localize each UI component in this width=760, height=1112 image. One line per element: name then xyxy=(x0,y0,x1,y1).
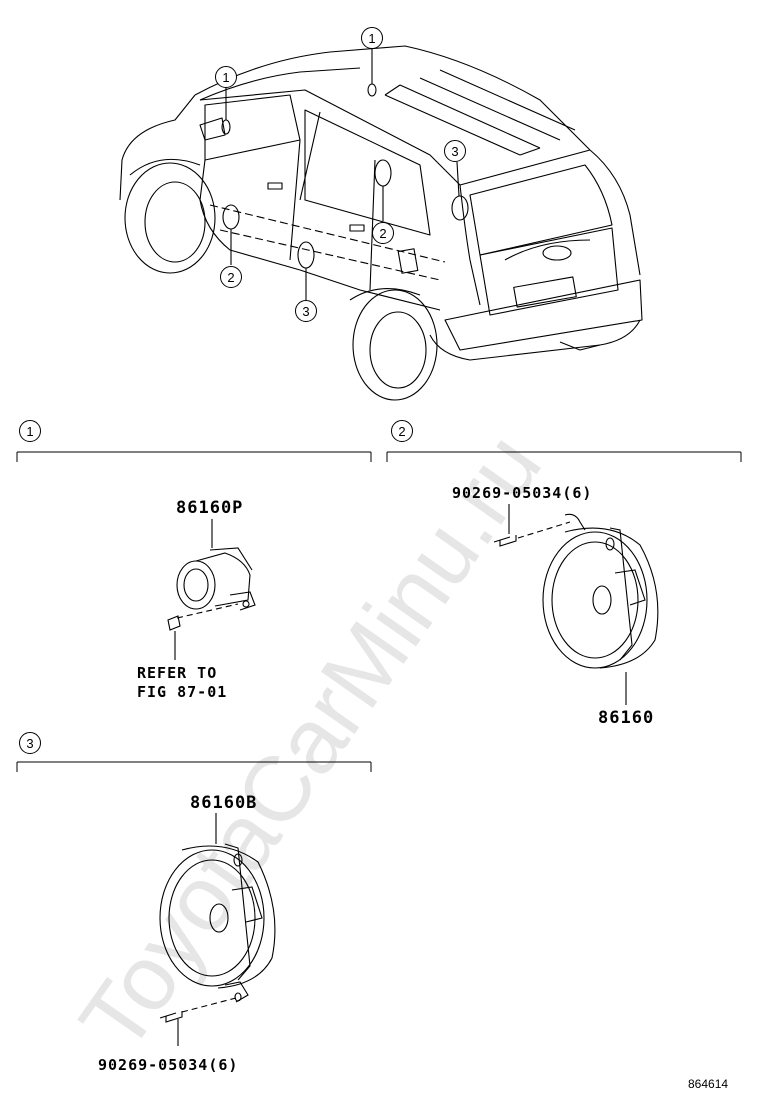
bolt-label-section3: 90269-05034(6) xyxy=(98,1056,239,1074)
part-86160B-label: 86160B xyxy=(190,793,258,813)
callout-1-front: 1 xyxy=(215,66,237,88)
bolt-label-section2: 90269-05034(6) xyxy=(452,484,593,502)
section-3-number: 3 xyxy=(19,732,41,754)
section-2-number: 2 xyxy=(391,420,413,442)
part-86160P-label: 86160P xyxy=(176,498,244,518)
callout-1-roof: 1 xyxy=(361,27,383,49)
figure-id: 864614 xyxy=(688,1077,729,1091)
callout-3-lower: 3 xyxy=(295,300,317,322)
refer-note-line2: FIG 87-01 xyxy=(137,683,228,701)
refer-note-line1: REFER TO xyxy=(137,664,218,682)
callout-2-rear-door: 2 xyxy=(372,222,394,244)
part-86160-label: 86160 xyxy=(598,708,655,728)
callout-2-front-door: 2 xyxy=(220,266,242,288)
section-1-number: 1 xyxy=(19,420,41,442)
callout-3-rear: 3 xyxy=(444,140,466,162)
